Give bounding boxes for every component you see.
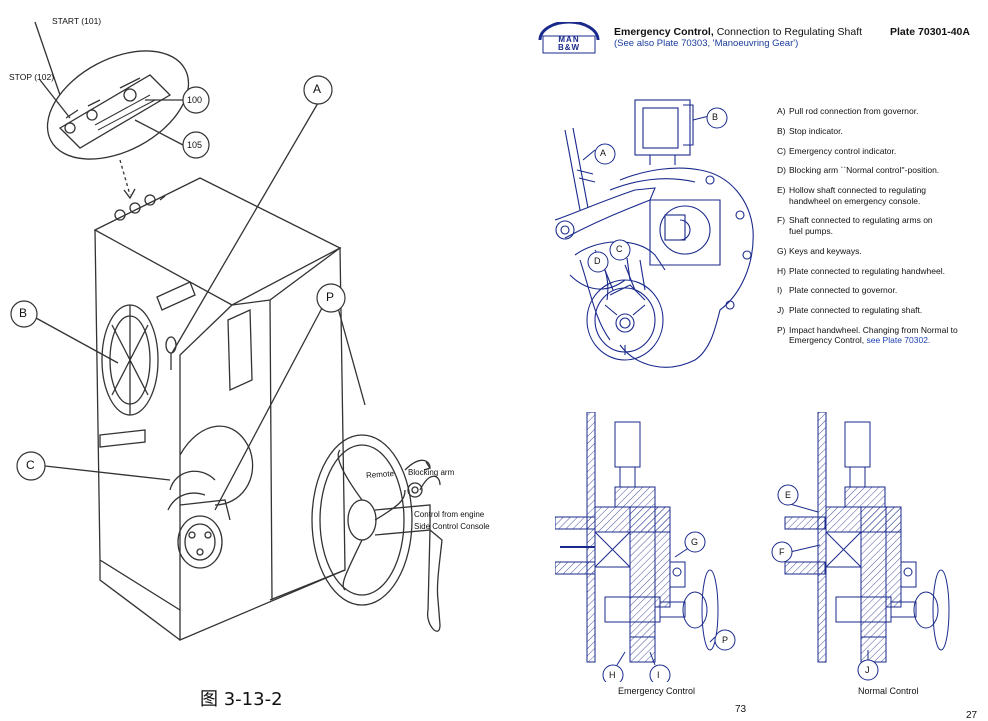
legend-key: G): [777, 245, 787, 256]
legend-item: I) Plate connected to governor.: [777, 285, 987, 296]
legend-item: C)Emergency control indicator.: [777, 146, 987, 157]
legend-key: E): [777, 185, 786, 196]
label-blocking-arm: Blocking arm: [408, 468, 455, 477]
legend-key: P): [777, 324, 786, 335]
section-label-f: F: [779, 547, 785, 557]
page-title: Emergency Control, Connection to Regulat…: [614, 26, 862, 38]
emergency-section-view: [555, 412, 736, 682]
label-stop: STOP (102): [9, 72, 55, 82]
legend-list: A)Pull rod connection from governor. B)S…: [777, 106, 987, 355]
caption-normal: Normal Control: [858, 686, 919, 696]
corner-number: 27: [966, 710, 978, 721]
figure-caption: 图 3-13-2: [200, 689, 283, 710]
legend-key: A): [777, 106, 786, 116]
label-105: 105: [187, 140, 203, 150]
regulating-shaft-diagram: [554, 99, 754, 368]
legend-item: D)Blocking arm ``Normal control''-positi…: [777, 165, 987, 176]
normal-section-view: [771, 412, 950, 681]
cabinet-front-face: [179, 246, 346, 641]
label-control-2: Side Control Console: [414, 522, 490, 531]
legend-key: I): [777, 285, 783, 296]
legend-text: Pull rod connection from governor.: [789, 106, 919, 116]
remote-handwheel: [311, 434, 413, 606]
isometric-figure: [10, 21, 443, 641]
label-p-left: P: [326, 290, 335, 304]
plate-link[interactable]: see Plate 70302.: [866, 335, 931, 346]
page-subtitle: (See also Plate 70303, 'Manoeuvring Gear…: [614, 38, 799, 49]
legend-text: Impact handwheel. Changing from Normal t…: [789, 325, 979, 346]
legend-key: C): [777, 145, 786, 156]
section-label-h: H: [609, 670, 616, 680]
legend-text: Emergency control indicator.: [789, 145, 897, 156]
section-label-g: G: [691, 537, 699, 547]
detail-oval: [46, 50, 190, 160]
legend-key: F): [777, 215, 786, 226]
section-label-j: J: [865, 665, 870, 675]
legend-text: Hollow shaft connected to regulating han…: [789, 185, 927, 206]
legend-item: P)Impact handwheel. Changing from Normal…: [777, 325, 987, 346]
section-label-e: E: [785, 490, 792, 500]
legend-text: Shaft connected to regulating arms on fu…: [789, 215, 933, 236]
legend-text: Plate connected to governor.: [789, 285, 898, 296]
diagram-label-a: A: [600, 148, 607, 158]
legend-key: J): [777, 305, 785, 316]
legend-item: B)Stop indicator.: [777, 126, 987, 137]
legend-key: D): [777, 165, 786, 176]
man-bw-logo: MAN B&W: [536, 20, 602, 54]
legend-item: A)Pull rod connection from governor.: [777, 106, 987, 117]
label-a-left: A: [313, 82, 322, 96]
legend-text: Stop indicator.: [789, 125, 843, 136]
label-start: START (101): [52, 16, 102, 26]
legend-text: Blocking arm ``Normal control''-position…: [789, 165, 940, 176]
section-label-p: P: [722, 635, 729, 645]
legend-item: F)Shaft connected to regulating arms on …: [777, 215, 987, 236]
cabinet-top: [93, 177, 342, 306]
plate-number: Plate 70301-40A: [890, 26, 970, 38]
legend-item: E)Hollow shaft connected to regulating h…: [777, 185, 987, 206]
legend-item: J) Plate connected to regulating shaft.: [777, 305, 987, 316]
legend-text: Plate connected to regulating shaft.: [789, 305, 923, 316]
diagram-label-d: D: [594, 256, 601, 266]
legend-key: B): [777, 125, 786, 136]
title-bold: Emergency Control,: [614, 26, 714, 38]
logo-line2: B&W: [557, 43, 581, 52]
legend-text: Keys and keyways.: [789, 245, 862, 256]
label-100: 100: [187, 95, 203, 105]
diagram-label-c: C: [616, 244, 623, 254]
section-label-i: I: [657, 670, 660, 680]
legend-item: H)Plate connected to regulating handwhee…: [777, 266, 987, 277]
caption-emergency: Emergency Control: [618, 686, 696, 696]
legend-text-main: Impact handwheel. Changing from Normal t…: [789, 324, 958, 346]
page-number: 73: [735, 704, 747, 715]
legend-text: Plate connected to regulating handwheel.: [789, 265, 945, 276]
front-handwheel: [177, 515, 223, 569]
label-control-1: Control from engine: [414, 510, 485, 519]
label-c-left: C: [26, 458, 35, 472]
legend-item: G)Keys and keyways.: [777, 246, 987, 257]
legend-key: H): [777, 265, 786, 276]
diagram-label-b: B: [712, 112, 719, 122]
label-b-left: B: [19, 306, 28, 320]
title-rest: Connection to Regulating Shaft: [713, 26, 863, 38]
logo-line1: MAN: [558, 35, 580, 44]
